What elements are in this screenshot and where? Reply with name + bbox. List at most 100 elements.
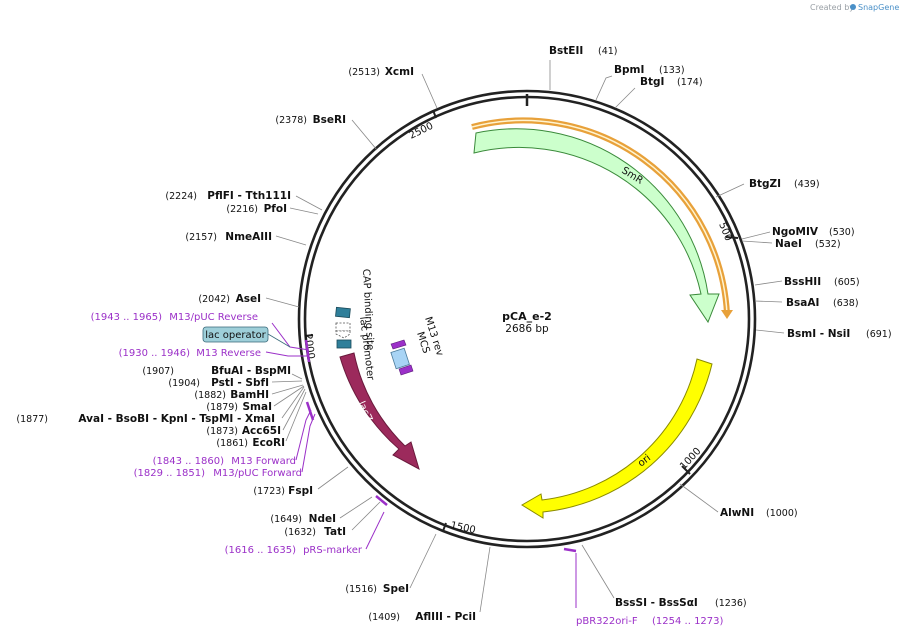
m13-rev-feature[interactable] [390,339,407,350]
site-bsmi-nsii[interactable]: BsmI - NsiI (691) [787,328,892,340]
primer-prs-marker[interactable]: pRS-marker (1616 .. 1635) [225,545,363,556]
site-name-xcmi: XcmI [385,66,414,78]
leader-btgzi [715,183,745,198]
site-afliii-pcii[interactable]: AflIII - PciI (1409) [368,611,476,623]
site-pos-pflfi-tth111i: (2224) [165,191,197,202]
lac-operator-inner-feature[interactable] [335,322,351,332]
site-name-bsmi-nsii: BsmI - NsiI [787,328,850,340]
leader-bamhi [271,384,304,395]
site-asei[interactable]: AseI (2042) [198,293,261,305]
primer-name-prs-marker: pRS-marker [303,545,363,556]
site-pos-bsshii: (605) [834,277,860,288]
lacza-feature[interactable] [339,352,420,471]
site-bpmi[interactable]: BpmI (133) [614,64,685,76]
site-name-ngomiv: NgoMIV [772,226,819,238]
primer-m13-forward[interactable]: M13 Forward (1843 .. 1860) [153,456,296,467]
site-pos-afliii-pcii: (1409) [368,612,400,623]
site-bsssi-bsssai[interactable]: BssSI - BssSαI (1236) [615,597,747,609]
smr-feature[interactable] [473,128,720,324]
primer-name-m13-reverse: M13 Reverse [196,348,261,359]
primer-pbr322ori-f[interactable]: pBR322ori-F (1254 .. 1273) [576,616,724,627]
site-bsshii[interactable]: BssHII (605) [784,276,860,288]
leader-psti [271,380,303,383]
site-nmeaiii[interactable]: NmeAIII (2157) [185,231,272,243]
site-smai[interactable]: SmaI (1879) [206,401,272,413]
leader-bseri [351,119,378,151]
mark-prs-marker [375,495,388,506]
site-acc65i[interactable]: Acc65I (1873) [206,425,281,437]
site-bsteii[interactable]: BstEII (41) [549,45,618,57]
smr-highlight-arrowhead [721,310,733,319]
leader-bsssi [581,544,615,599]
site-leader-lines [265,60,785,613]
site-pos-tati: (1632) [284,527,316,538]
lac-operator-callout[interactable]: lac operator [202,326,291,348]
site-avai-group[interactable]: AvaI - BsoBI - KpnI - TspMI - XmaI (1877… [16,413,275,425]
site-pflfi-tth111i[interactable]: PflFI - Tth111I (2224) [165,190,291,202]
site-bsaai[interactable]: BsaAI (638) [786,297,859,309]
site-spei[interactable]: SpeI (1516) [345,583,409,595]
primer-name-m13-forward: M13 Forward [231,456,296,467]
leader-ngomiv [741,231,771,240]
site-name-spei: SpeI [383,583,409,595]
site-psti-sbfi[interactable]: PstI - SbfI (1904) [168,377,269,389]
site-name-ecori: EcoRI [252,437,285,449]
cap-site-label: CAP binding site [360,269,375,351]
primer-range-m13-forward: (1843 .. 1860) [153,456,225,467]
mcs-feature[interactable] [390,347,410,370]
site-btgi[interactable]: BtgI (174) [640,76,703,88]
lac-operator-box [202,326,269,343]
lac-operator-leader [267,333,291,348]
primer-range-pbr322ori-f: (1254 .. 1273) [652,616,724,627]
site-pos-btgi: (174) [677,77,703,88]
mark-m13-reverse [304,339,311,363]
mark-m13-forward [305,401,315,421]
site-name-alwni: AlwNI [720,507,754,519]
site-name-bsaai: BsaAI [786,297,819,309]
site-pfoi[interactable]: PfoI (2216) [226,203,287,215]
site-name-bfuai-bspmi: BfuAI - BspMI [211,365,291,377]
site-name-smai: SmaI [243,401,273,413]
leader-bpmi [595,75,613,101]
site-name-afliii-pcii: AflIII - PciI [415,611,476,623]
primer-m13-puc-forward[interactable]: M13/pUC Forward (1829 .. 1851) [134,468,302,479]
site-pos-ngomiv: (530) [829,227,855,238]
site-xcmi[interactable]: XcmI (2513) [348,66,414,78]
tick-500 [725,236,739,239]
backbone-outer-strand [297,89,757,549]
tick-2000 [304,334,314,337]
primer-range-m13-puc-forward: (1829 .. 1851) [134,468,206,479]
lac-promoter-feature[interactable] [336,339,352,349]
primer-m13-puc-reverse[interactable]: M13/pUC Reverse (1943 .. 1965) [91,312,258,323]
leader-bfuai [291,373,303,380]
leader-xcmi [421,73,438,109]
leader-pfoi [289,207,319,215]
site-ndei[interactable]: NdeI (1649) [270,513,336,525]
site-naei[interactable]: NaeI (532) [775,238,841,250]
site-pos-acc65i: (1873) [206,426,238,437]
cap-binding-site-feature[interactable] [335,306,351,319]
plasmid-name: pCA_e-2 [502,310,552,323]
leader-pflfi [295,195,323,211]
site-alwni[interactable]: AlwNI (1000) [720,507,798,519]
site-btgzi[interactable]: BtgZI (439) [749,178,820,190]
site-name-naei: NaeI [775,238,802,250]
site-fspi[interactable]: FspI (1723) [253,485,313,497]
ori-feature[interactable] [521,358,713,519]
tick-1000 [681,465,691,475]
site-tati[interactable]: TatI (1632) [284,526,346,538]
site-bamhi[interactable]: BamHI (1882) [194,389,269,401]
m13-fwd-inner-feature[interactable] [398,364,414,376]
primer-m13-reverse[interactable]: M13 Reverse (1930 .. 1946) [119,348,261,359]
leader-bsshii [754,280,783,286]
leader-m13-forward [295,409,312,461]
site-ngomiv[interactable]: NgoMIV (530) [772,226,855,238]
site-bfuai-bspmi[interactable]: BfuAI - BspMI (1907) [142,365,291,377]
site-pos-bfuai-bspmi: (1907) [142,366,174,377]
site-bseri[interactable]: BseRI (2378) [275,114,346,126]
tick-2500 [432,109,437,119]
site-ecori[interactable]: EcoRI (1861) [216,437,285,449]
leader-smai [273,385,305,407]
site-pos-bpmi: (133) [659,65,685,76]
plasmid-size: 2686 bp [505,323,549,335]
